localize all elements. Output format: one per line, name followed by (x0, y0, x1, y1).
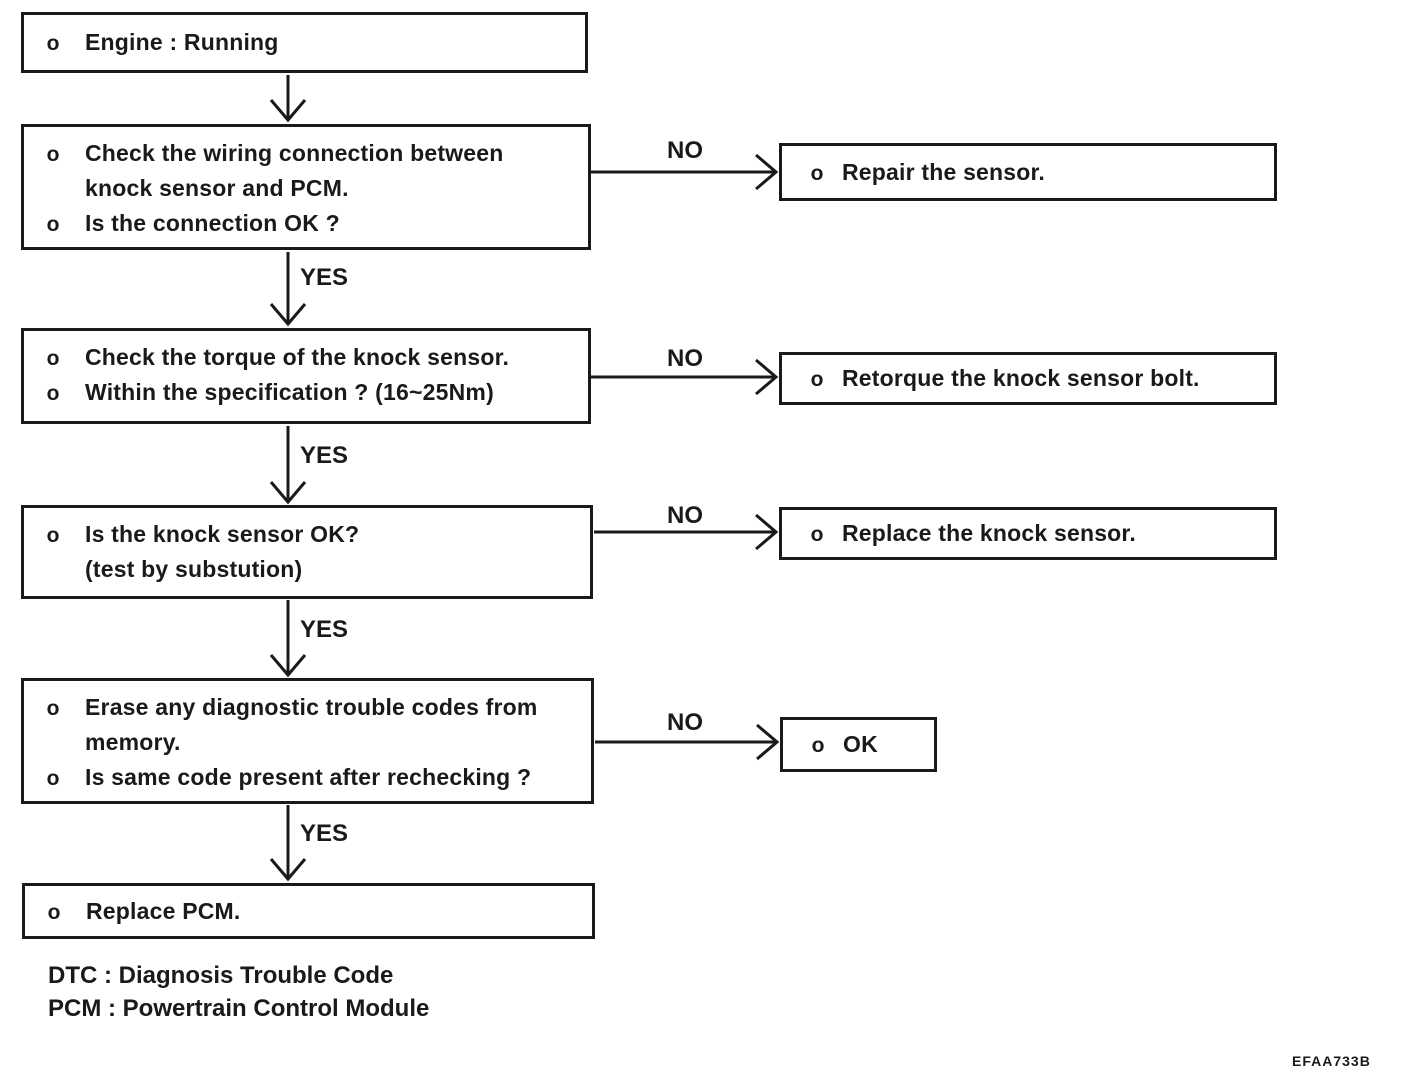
step-erase-text-3: Is same code present after rechecking ? (85, 764, 532, 790)
step-sensor-text-2: (test by substution) (85, 556, 303, 582)
bullet: o (47, 900, 61, 924)
step-line: o Is same code present after rechecking … (24, 760, 591, 795)
footnote-dtc: DTC : Diagnosis Trouble Code (48, 962, 394, 989)
action-repair-sensor-text: Repair the sensor. (842, 158, 1046, 185)
bullet: o (46, 382, 60, 405)
arrow-engine-to-wiring (269, 75, 307, 123)
action-replace-sensor-text: Replace the knock sensor. (842, 520, 1136, 546)
step-line: o Check the wiring connection between (24, 136, 588, 171)
step-erase-text-2: memory. (85, 729, 181, 755)
step-erase-text-1: Erase any diagnostic trouble codes from (85, 694, 538, 720)
no-label-2: NO (667, 345, 703, 372)
bullet: o (46, 697, 60, 720)
action-line: o OK (783, 727, 934, 762)
arrow-erase-to-replace-pcm (269, 805, 307, 882)
no-label-4: NO (667, 709, 703, 736)
step-replace-pcm-text: Replace PCM. (86, 897, 241, 924)
bullet: o (46, 524, 60, 547)
bullet: o (811, 734, 825, 757)
arrow-torque-to-sensor (269, 426, 307, 505)
action-line: o Replace the knock sensor. (782, 516, 1274, 551)
step-wiring-text-2: knock sensor and PCM. (85, 175, 349, 201)
step-torque-text-1: Check the torque of the knock sensor. (85, 344, 510, 370)
bullet: o (810, 368, 824, 391)
action-retorque-bolt-text: Retorque the knock sensor bolt. (842, 365, 1200, 391)
footnote-pcm: PCM : Powertrain Control Module (48, 995, 430, 1022)
step-line: o Engine : Running (24, 25, 585, 60)
bullet: o (46, 213, 60, 236)
step-wiring-text-3: Is the connection OK ? (85, 210, 340, 236)
bullet: o (46, 767, 60, 790)
arrow-sensor-to-erase (269, 600, 307, 678)
arrow-erase-no (595, 723, 780, 761)
action-box-replace-sensor: o Replace the knock sensor. (779, 507, 1277, 560)
step-line: o Erase any diagnostic trouble codes fro… (24, 690, 591, 725)
action-line: o Retorque the knock sensor bolt. (782, 361, 1274, 396)
step-box-erase-dtc: o Erase any diagnostic trouble codes fro… (21, 678, 594, 804)
step-box-check-wiring: o Check the wiring connection between kn… (21, 124, 591, 250)
step-line: o Replace PCM. (25, 894, 592, 929)
bullet: o (46, 347, 60, 370)
action-line: o Repair the sensor. (782, 155, 1274, 190)
step-box-knock-sensor-ok: o Is the knock sensor OK? (test by subst… (21, 505, 593, 599)
action-ok-text: OK (843, 731, 878, 757)
step-box-check-torque: o Check the torque of the knock sensor. … (21, 328, 591, 424)
arrow-wiring-no (591, 153, 779, 191)
action-box-retorque-bolt: o Retorque the knock sensor bolt. (779, 352, 1277, 405)
no-label-1: NO (667, 137, 703, 164)
arrow-wiring-to-torque (269, 252, 307, 327)
step-line: knock sensor and PCM. (24, 171, 588, 206)
yes-label-2: YES (300, 442, 349, 469)
step-line: o Within the specification ? (16~25Nm) (24, 375, 588, 410)
step-engine-text: Engine : Running (85, 29, 279, 55)
step-sensor-text-1: Is the knock sensor OK? (85, 521, 360, 547)
arrow-sensor-no (594, 513, 779, 551)
step-line: o Check the torque of the knock sensor. (24, 340, 588, 375)
step-line: memory. (24, 725, 591, 760)
figure-code: EFAA733B (1292, 1053, 1371, 1069)
action-box-ok: o OK (780, 717, 937, 772)
step-wiring-text-1: Check the wiring connection between (85, 140, 504, 166)
step-box-replace-pcm: o Replace PCM. (22, 883, 595, 939)
arrow-torque-no (591, 358, 779, 396)
action-box-repair-sensor: o Repair the sensor. (779, 143, 1277, 201)
step-line: (test by substution) (24, 552, 590, 587)
bullet: o (46, 143, 60, 166)
step-line: o Is the connection OK ? (24, 206, 588, 241)
yes-label-3: YES (300, 616, 349, 643)
step-torque-text-2: Within the specification ? (16~25Nm) (85, 379, 494, 405)
step-box-engine-running: o Engine : Running (21, 12, 588, 73)
yes-label-1: YES (300, 264, 349, 291)
bullet: o (810, 161, 824, 185)
step-line: o Is the knock sensor OK? (24, 517, 590, 552)
bullet: o (810, 523, 824, 546)
yes-label-4: YES (300, 820, 349, 847)
bullet: o (46, 32, 60, 55)
no-label-3: NO (667, 502, 703, 529)
